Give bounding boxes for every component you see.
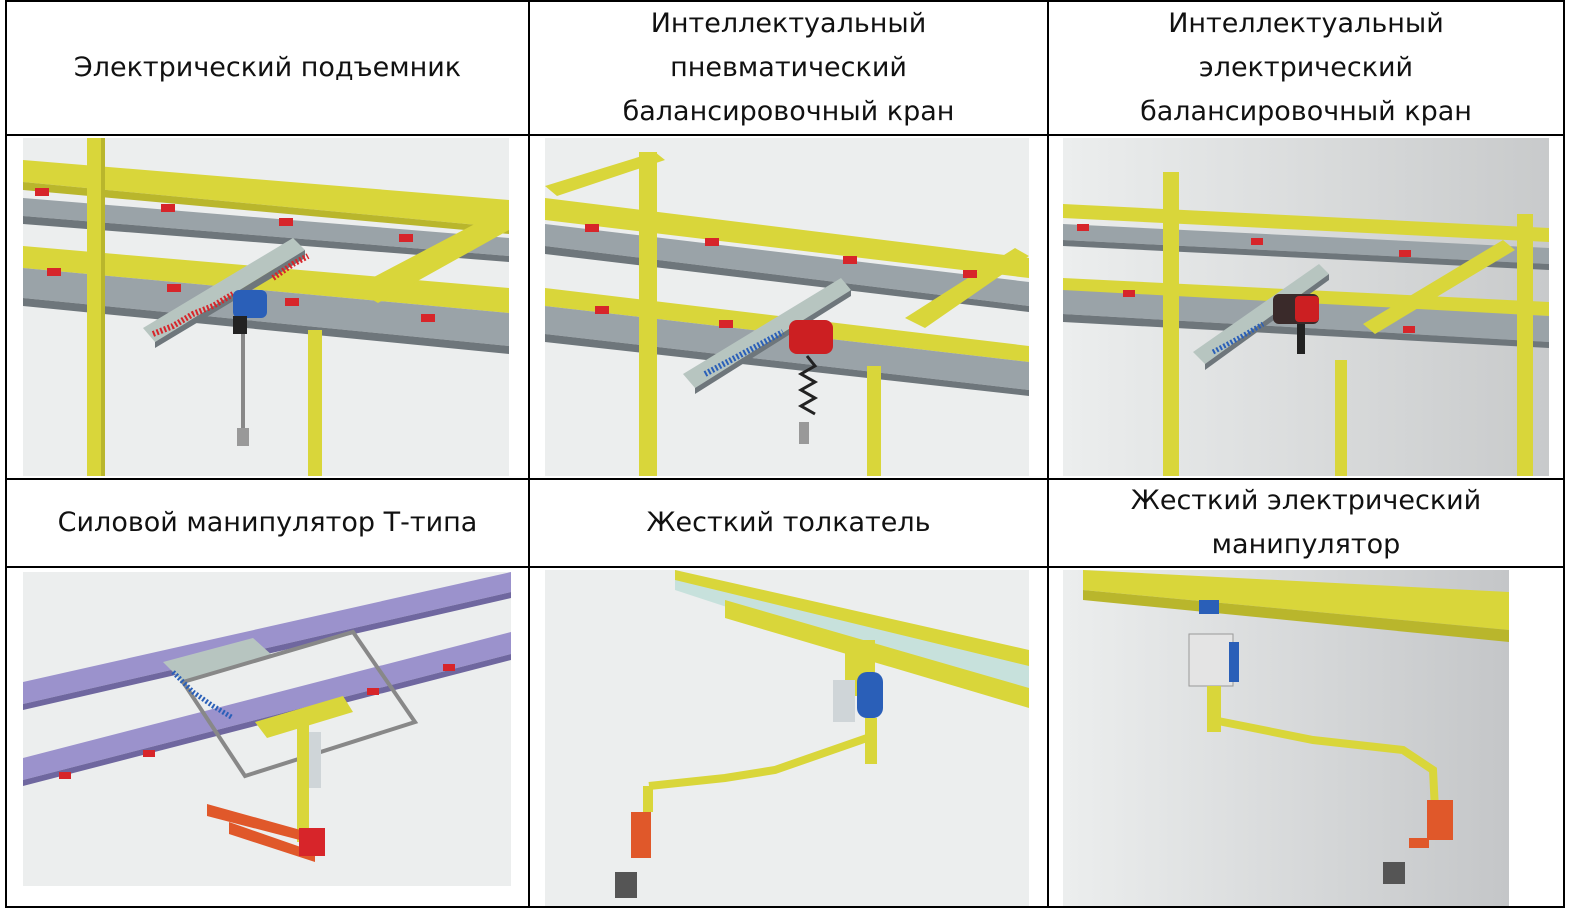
- row-divider: [7, 134, 1563, 136]
- image-rigid-pusher: [545, 570, 1029, 906]
- header-electric-balancer: Интеллектуальный электрический балансиро…: [1140, 8, 1472, 127]
- row-divider: [7, 566, 1563, 568]
- header-electric-hoist: Электрический подъемник: [73, 52, 462, 83]
- image-electric-balancer: [1063, 138, 1549, 476]
- image-pneumatic-balancer: [545, 138, 1029, 476]
- header-pneumatic-balancer: Интеллектуальный пневматический балансир…: [622, 8, 955, 127]
- image-electric-hoist: [23, 138, 509, 476]
- image-rigid-electric-manipulator: [1063, 570, 1509, 906]
- header-rigid-pusher: Жесткий толкатель: [646, 507, 931, 538]
- product-table: Электрический подъемник Интеллектуальный…: [5, 0, 1565, 908]
- header-t-type-manipulator: Силовой манипулятор Т-типа: [57, 507, 478, 538]
- image-t-type-manipulator: [23, 572, 511, 886]
- column-divider: [1047, 2, 1049, 906]
- row-divider: [7, 478, 1563, 480]
- column-divider: [528, 2, 530, 906]
- header-rigid-electric-manipulator: Жесткий электрический манипулятор: [1130, 485, 1482, 560]
